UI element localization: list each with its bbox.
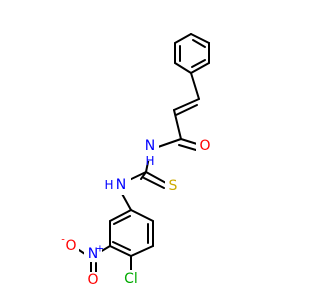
atom-n3: N + [84,244,104,262]
bond [109,245,132,257]
atom-cl1: Cl [121,270,143,288]
negative-charge: - [61,235,65,246]
bond [174,62,192,74]
bond [112,241,131,251]
bond [178,144,197,151]
bond [192,39,206,48]
oxygen-label: O [87,272,98,288]
oxygen-label: O [199,138,210,154]
bond [173,109,182,140]
bond [190,33,210,44]
bond [174,33,192,44]
bond [175,104,198,116]
bond [113,215,131,225]
atom-o3: O - [61,235,79,254]
nitrogen-label: N [116,177,126,193]
bond [190,62,210,74]
atom-o2: O [85,272,101,289]
atom-o1: O [196,138,212,154]
vinyl-chain [173,72,200,140]
sulfur-label: S [169,178,178,194]
bond [130,245,154,257]
hydrogen-label: H [145,154,154,168]
bond [157,138,182,148]
thiocarbonyl [143,171,167,189]
bond [191,59,206,68]
hydrogen-label: H [104,178,113,192]
atom-s1: S [165,178,181,196]
chlorine-label: Cl [124,271,138,287]
bond [145,171,167,184]
nitrogen-label: N [88,246,98,262]
molecule-diagram: O N H H N S Cl N + O O - [61,33,212,289]
bond [190,72,200,100]
structure-svg: O N H H N S Cl N + O O - [61,33,212,289]
atom-n1: N H [139,137,159,168]
carbonyl [178,138,198,151]
positive-charge: + [96,244,104,255]
bond [130,209,154,222]
bond [143,177,165,189]
nitrochlorophenyl-ring [109,209,154,257]
nitrogen-label: N [145,138,155,154]
atom-n2: H N [103,177,131,195]
phenyl-ring [174,33,210,74]
bond [109,209,132,222]
bond [180,138,198,145]
oxygen-label: O [65,238,76,254]
bond [173,98,200,111]
